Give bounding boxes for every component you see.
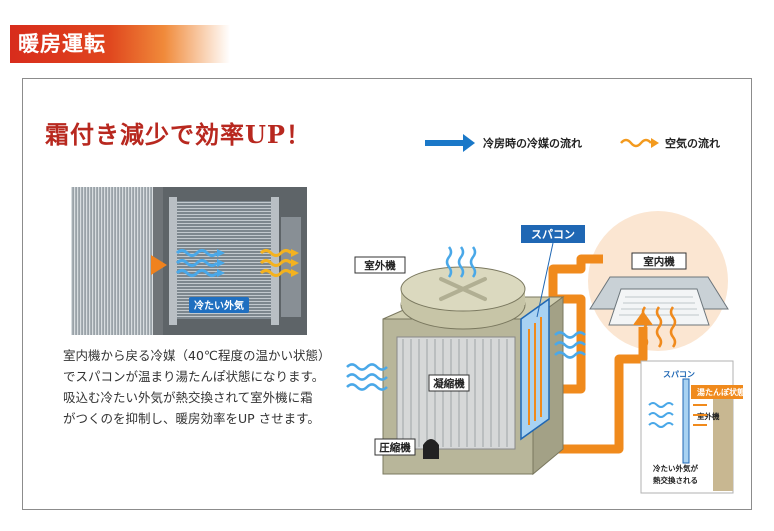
inset-supercon-label: スパコン	[663, 369, 695, 379]
cold-air-label: 冷たい外気	[194, 299, 244, 312]
description: 室内機から戻る冷媒（40℃程度の温かい状態）でスパコンが温まり湯たんぽ状態になり…	[63, 345, 325, 429]
compressor-label: 圧縮機	[379, 441, 411, 454]
inset-cold-air-icon	[648, 402, 674, 428]
cold-air-wave-icon	[175, 249, 225, 277]
cold-air-side-icon	[346, 363, 388, 391]
cold-air-in-icon	[554, 331, 586, 359]
coil-photo: 冷たい外気	[71, 187, 307, 335]
blue-arrow-icon	[463, 134, 475, 152]
legend-air-label: 空気の流れ	[665, 136, 720, 150]
section-title: 暖房運転	[18, 32, 106, 56]
description-paragraph-1: 室内機から戻る冷媒（40℃程度の温かい状態）でスパコンが温まり湯たんぽ状態になり…	[63, 348, 325, 384]
legend-refrigerant-label: 冷房時の冷媒の流れ	[483, 136, 582, 150]
condenser-label: 凝縮機	[433, 377, 465, 390]
inset-outdoor-label: 室外機	[697, 411, 720, 421]
arrow-icon	[151, 255, 167, 275]
inset-exchange-line-2: 熱交換される	[653, 475, 698, 485]
legend-air: 空気の流れ	[620, 136, 720, 150]
header-tab	[10, 25, 230, 63]
inset-exchange-line-1: 冷たい外気が	[653, 463, 698, 473]
legend-refrigerant: 冷房時の冷媒の流れ	[425, 134, 582, 152]
inset-hot-water-label: 湯たんぽ状態	[697, 387, 743, 397]
orange-wave-icon	[620, 138, 652, 148]
heating-diagram: 冷房時の冷媒の流れ 空気の流れ 室内機	[346, 134, 743, 494]
compressor-icon	[423, 439, 439, 459]
warm-air-wave-icon	[259, 249, 299, 277]
headline: 霜付き減少で効率UP！	[45, 120, 311, 149]
indoor-unit-label: 室内機	[643, 255, 675, 268]
description-paragraph-2: 吸込む冷たい外気が熱交換されて室外機に霜がつくのを抑制し、暖房効率をUP させま…	[63, 390, 320, 426]
exhaust-air-icon	[445, 246, 477, 278]
outdoor-unit-label: 室外機	[364, 259, 396, 272]
supercon-label: スパコン	[531, 228, 575, 241]
content-panel: 霜付き減少で効率UP！	[22, 78, 752, 510]
